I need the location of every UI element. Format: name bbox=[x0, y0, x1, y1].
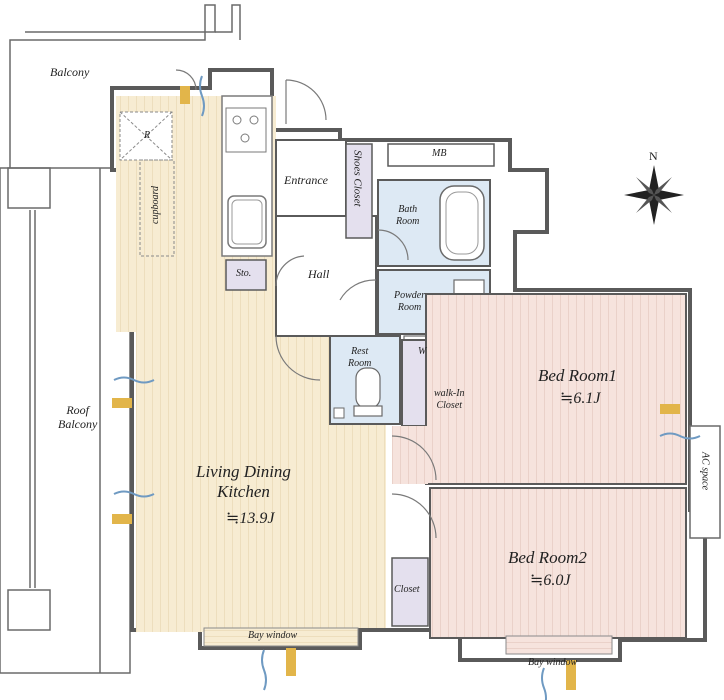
ac-space-box bbox=[689, 425, 721, 539]
window-arrows bbox=[112, 75, 701, 700]
bed-room2-area-label: ≒6.0J bbox=[530, 572, 571, 589]
rest-room-label: Rest Room bbox=[348, 346, 372, 369]
shoes-closet-label: Shoes Closet bbox=[351, 150, 364, 207]
kitchen-fixtures bbox=[221, 95, 273, 257]
cupboard-label: cupboard bbox=[150, 186, 161, 224]
closet-floor bbox=[391, 557, 429, 627]
hall-label: Hall bbox=[308, 267, 330, 281]
bedroom1-floor bbox=[425, 293, 687, 485]
ac-space-label: AC space bbox=[699, 452, 711, 491]
mb-box bbox=[387, 143, 495, 167]
entrance-label: Entrance bbox=[284, 173, 328, 187]
mb-label: MB bbox=[432, 148, 447, 159]
bedroom2-bay-window bbox=[505, 635, 613, 655]
bed-room1-area-label: ≒6.1J bbox=[560, 390, 601, 407]
walk-in-closet-label: walk-In Closet bbox=[434, 388, 465, 411]
compass-icon bbox=[624, 165, 684, 225]
compass-n-label: N bbox=[649, 149, 658, 163]
sto-label: Sto. bbox=[236, 268, 252, 279]
bay-window-ldk-label: Bay window bbox=[248, 630, 298, 641]
bath-room-label: Bath Room bbox=[396, 204, 420, 227]
bed-room1-label: Bed Room1 bbox=[538, 366, 617, 385]
bedroom1-floor-ext bbox=[392, 426, 428, 484]
door-swings bbox=[175, 69, 437, 539]
bed-room2-label: Bed Room2 bbox=[508, 548, 587, 567]
ldk-area-label: ≒13.9J bbox=[226, 510, 275, 527]
cupboard bbox=[119, 111, 175, 257]
closet-label: Closet bbox=[394, 584, 420, 595]
powder-room-label: Powder Room bbox=[394, 290, 426, 313]
bay-window-bed2-label: Bay window bbox=[528, 657, 578, 668]
bath-room bbox=[377, 179, 491, 267]
balcony-outline bbox=[9, 4, 241, 168]
roof-balcony-label: Roof Balcony bbox=[58, 403, 98, 431]
bedroom2-floor bbox=[429, 487, 687, 639]
fridge-r-label: R bbox=[144, 130, 151, 141]
rest-room bbox=[329, 335, 401, 425]
entrance-area bbox=[275, 79, 377, 337]
ldk-label: Living Dining Kitchen bbox=[196, 462, 291, 501]
balcony-label: Balcony bbox=[50, 65, 90, 79]
w-label: W bbox=[418, 346, 427, 357]
storage-sto bbox=[225, 259, 267, 291]
